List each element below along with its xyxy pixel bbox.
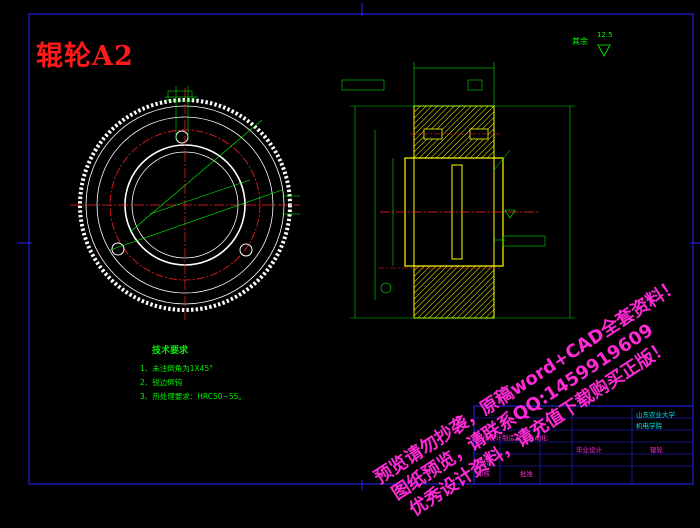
drawing-title: 辊轮A2 (36, 41, 134, 72)
front-view-gear (70, 86, 300, 320)
surface-finish-symbol (597, 44, 611, 57)
tech-req-item: 2、锐边倒钝 (140, 378, 183, 387)
surface-finish-value: 12.5 (597, 31, 613, 39)
outer-frame (28, 13, 694, 485)
tech-req-item: 1、未注倒角为1X45° (140, 364, 213, 373)
tb-label-approve: 批准 (520, 470, 533, 478)
cad-drawing-canvas (17, 3, 700, 490)
surface-symbol-section (504, 209, 516, 219)
datum-circle (380, 282, 392, 294)
tb-part-name: 辊轮 (650, 446, 663, 454)
title-block-frame (473, 405, 694, 485)
leader-1 (493, 149, 511, 171)
section-view (341, 44, 611, 319)
tb-university: 山东农业大学 (636, 411, 675, 419)
dim-leader-diameter-1 (129, 119, 263, 233)
bolt-hole-right (239, 243, 253, 257)
surface-finish-label: 其余 (572, 37, 588, 46)
tech-req-item: 3、热处理要求：HRC50~55。 (140, 392, 246, 401)
bolt-hole-left (111, 242, 125, 256)
tolerance-frame-top (341, 79, 385, 91)
tolerance-frame-front (167, 90, 193, 102)
tolerance-frame-right (502, 235, 546, 247)
tb-dept: 机电学院 (636, 422, 662, 430)
tech-req-heading: 技术要求 (152, 346, 189, 356)
datum-box-a (467, 79, 483, 91)
technical-requirements: 技术要求 1、未注倒角为1X45° 2、锐边倒钝 3、热处理要求：HRC50~5… (140, 344, 246, 404)
dim-leader-diameter-3 (149, 179, 251, 215)
tb-row1: 机械设计制造及其自动化 (476, 434, 548, 442)
section-hatch-bottom (413, 265, 495, 319)
title-block-grid (473, 405, 694, 485)
bolt-hole-top (175, 130, 189, 144)
tb-label-check: 审核 (477, 470, 490, 478)
tb-row2: 毕业设计 (576, 446, 602, 454)
dim-leader-diameter-2 (109, 189, 283, 251)
tb-label-design: 设计 (477, 458, 490, 466)
